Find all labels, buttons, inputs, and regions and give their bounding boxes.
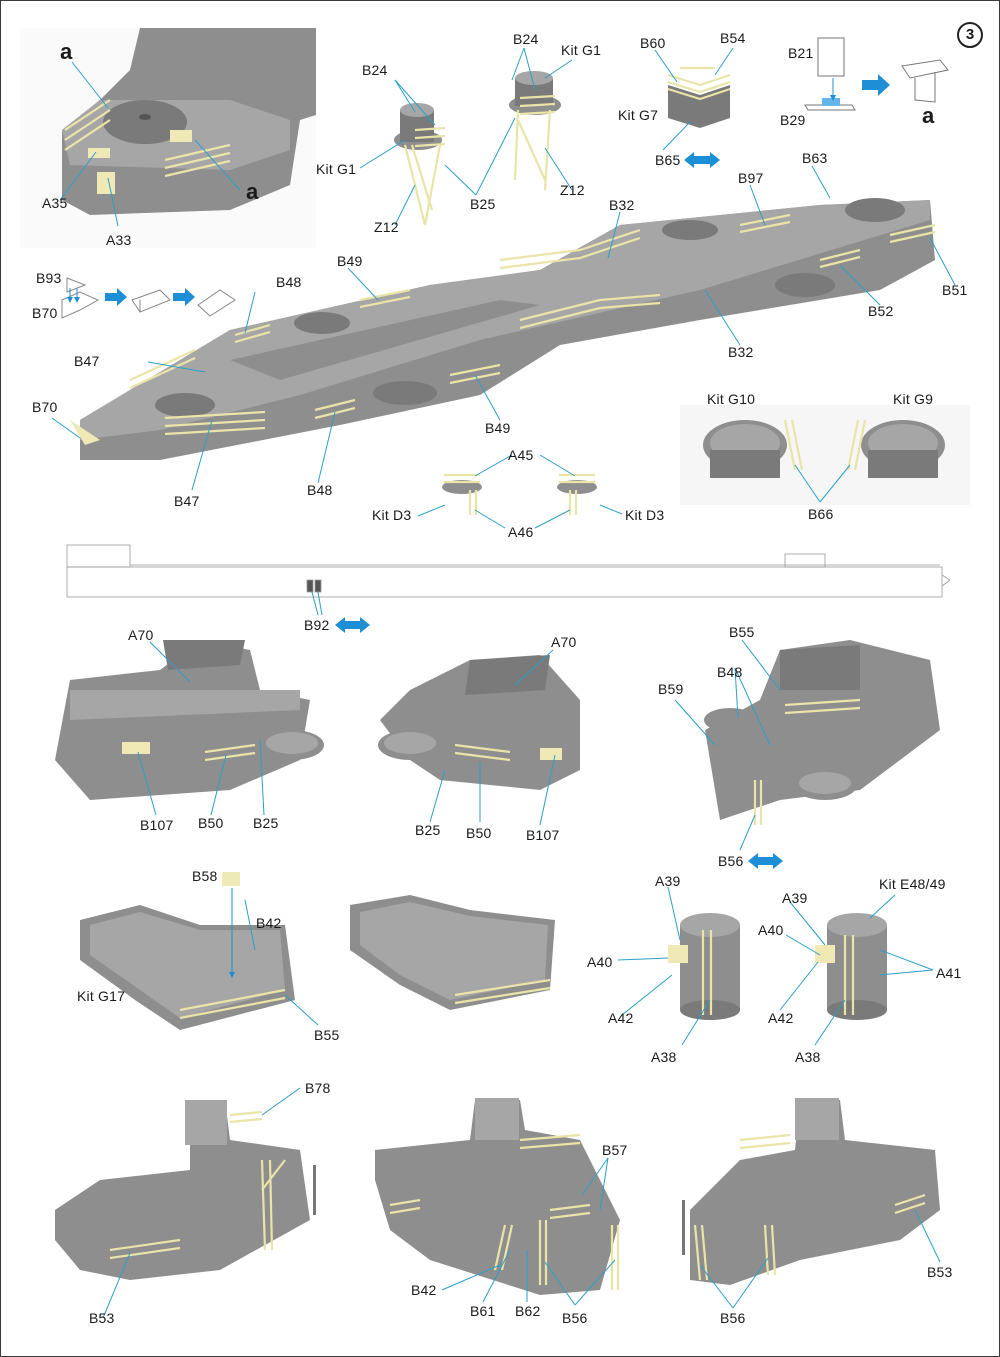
label-b29: B29 [780,112,806,128]
label-kit-g7: Kit G7 [618,107,659,123]
label-b53-view3: B53 [927,1264,953,1280]
label-kit-g9: Kit G9 [893,391,934,407]
label-b70-fairlead: B70 [32,305,58,321]
label-b78: B78 [305,1080,331,1096]
label-a38-right: A38 [795,1049,821,1065]
label-b55-deck: B55 [314,1027,340,1043]
label-kit-g1-left: Kit G1 [316,161,357,177]
label-b107-view1: B107 [140,817,174,833]
label-a38-left: A38 [651,1049,677,1065]
label-a41-right: A41 [936,965,962,981]
label-a45: A45 [508,447,534,463]
label-b48-bottom: B48 [307,482,333,498]
label-b55-view3: B55 [729,624,755,640]
label-kit-e48-49: Kit E48/49 [879,876,946,892]
label-subassembly-a-top: a [60,39,73,64]
label-subassembly-a-result: a [922,103,935,128]
step-number-badge: 3 [957,22,983,48]
label-kit-d3-right: Kit D3 [625,507,665,523]
label-b25-view2: B25 [415,822,441,838]
label-b42-bridge: B42 [411,1282,437,1298]
label-b32-top: B32 [609,197,635,213]
label-b51: B51 [942,282,968,298]
label-z12-left: Z12 [374,219,399,235]
label-b52: B52 [868,303,894,319]
double-arrow-icon [684,152,720,168]
label-b47-bottom: B47 [174,493,200,509]
label-a33: A33 [106,232,132,248]
label-b48-top: B48 [276,274,302,290]
label-kit-g1-right: Kit G1 [561,42,602,58]
label-b42-deck: B42 [256,915,282,931]
label-kit-d3-left: Kit D3 [372,507,412,523]
label-b50-view1: B50 [198,815,224,831]
label-a70-view2: A70 [551,634,577,650]
label-a70-view1: A70 [128,627,154,643]
label-b58: B58 [192,868,218,884]
label-b63: B63 [802,150,828,166]
label-b32-bottom: B32 [728,344,754,360]
label-a42-right: A42 [768,1010,794,1026]
label-kit-g10: Kit G10 [707,391,756,407]
label-b56-view3: B56 [720,1310,746,1326]
label-subassembly-a-right: a [246,179,259,204]
label-b25-view1: B25 [253,815,279,831]
label-b47-left: B47 [74,353,100,369]
label-a40-right: A40 [758,922,784,938]
label-b61: B61 [470,1303,496,1319]
label-a42-left: A42 [608,1010,634,1026]
label-kit-g17: Kit G17 [77,988,126,1004]
label-b70-bow: B70 [32,399,58,415]
label-b54: B54 [720,30,746,46]
label-b24-right: B24 [513,31,539,47]
label-b25: B25 [470,196,496,212]
label-b107-view2: B107 [526,827,560,843]
label-b24-left: B24 [362,62,388,78]
label-b57: B57 [602,1142,628,1158]
label-b60: B60 [640,35,666,51]
label-z12-right: Z12 [560,182,585,198]
label-b65: B65 [655,152,681,168]
label-a39-right: A39 [782,890,808,906]
label-b56-view2: B56 [562,1310,588,1326]
label-b92: B92 [304,617,330,633]
label-b66: B66 [808,506,834,522]
label-a39-left: A39 [655,873,681,889]
label-b93: B93 [36,270,62,286]
label-a40-left: A40 [587,954,613,970]
label-a46: A46 [508,524,534,540]
label-b59-view3: B59 [658,681,684,697]
label-b49-bottom: B49 [485,420,511,436]
label-b53-view1: B53 [89,1310,115,1326]
label-b97: B97 [738,170,764,186]
label-b62: B62 [515,1303,541,1319]
label-b48-view3: B48 [717,664,743,680]
label-b49-top: B49 [337,253,363,269]
label-a35: A35 [42,195,68,211]
label-b21: B21 [788,45,814,61]
label-b50-view2: B50 [466,825,492,841]
label-b56-view3: B56 [718,853,744,869]
